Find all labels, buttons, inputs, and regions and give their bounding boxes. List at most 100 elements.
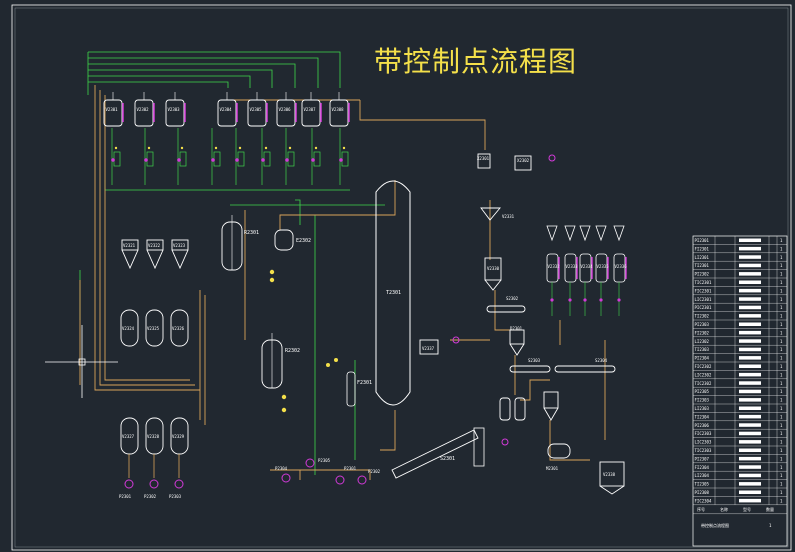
mid-tank-label: V2326 xyxy=(172,326,185,331)
svg-text:1: 1 xyxy=(780,255,783,260)
title-block-cell: FIC2301 xyxy=(695,288,712,293)
right-hopper-label: V2333 xyxy=(566,264,579,269)
title-block-cell: FI2302 xyxy=(695,330,710,335)
title-block-row: FIC2301 1 xyxy=(693,288,787,295)
process-pipes xyxy=(79,85,606,480)
svg-text:1: 1 xyxy=(780,440,783,445)
title-block-cell: TIC2302 xyxy=(695,381,712,386)
top-tank-label: V2305 xyxy=(250,107,263,112)
instrument-column xyxy=(311,128,321,185)
svg-text:1: 1 xyxy=(780,297,783,302)
signal-lines xyxy=(79,51,385,475)
drawing-frame-inner xyxy=(14,7,789,548)
mid-tanks: V2324 V2325 V2326 xyxy=(120,309,189,347)
top-tank-label: V2308 xyxy=(332,107,345,112)
hopper-label: V2321 xyxy=(123,243,136,248)
svg-text:1: 1 xyxy=(780,490,783,495)
aux-vessel: E2302 xyxy=(274,229,311,251)
svg-text:V2338: V2338 xyxy=(603,472,616,477)
svg-text:1: 1 xyxy=(780,305,783,310)
drawing-frame-outer xyxy=(11,4,792,551)
title-block-cell: LI2304 xyxy=(695,473,710,478)
title-block-footer: 数量 xyxy=(766,506,774,512)
title-block-cell: TIC2301 xyxy=(695,280,712,285)
crosshair-cursor-icon xyxy=(45,325,118,398)
mid-tank: V2326 xyxy=(170,309,189,347)
pump-label: P2302 xyxy=(144,494,157,499)
svg-text:M2301: M2301 xyxy=(546,466,559,471)
svg-text:V2337: V2337 xyxy=(422,346,435,351)
svg-text:1: 1 xyxy=(780,498,783,503)
mid-tank-label: V2324 xyxy=(122,326,135,331)
mid-tank: V2325 xyxy=(145,309,164,347)
filter-label: F2301 xyxy=(357,380,372,386)
diagram-title: 带控制点流程图 xyxy=(374,45,578,78)
svg-text:P2304: P2304 xyxy=(275,466,288,471)
top-tank-label: V2301 xyxy=(106,107,119,112)
left-hoppers: V2321 V2322 V2323 xyxy=(121,239,189,270)
svg-text:1: 1 xyxy=(780,347,783,352)
top-tank-label: V2302 xyxy=(137,107,150,112)
title-block-cell: PI2301 xyxy=(695,238,710,243)
aux-vessel-label: E2302 xyxy=(296,238,311,244)
title-block-cell: FI2301 xyxy=(695,246,710,251)
hopper-label: V2322 xyxy=(148,243,161,248)
svg-text:P2301: P2301 xyxy=(344,466,357,471)
svg-text:1: 1 xyxy=(780,272,783,277)
bottom-tank-label: V2329 xyxy=(172,434,185,439)
right-hopper: V2332 xyxy=(546,225,560,316)
title-block-cell: LI2302 xyxy=(695,339,710,344)
svg-text:1: 1 xyxy=(780,456,783,461)
title-block-footer: 名称 xyxy=(720,506,728,512)
title-block-row: PI2308 1 xyxy=(693,490,787,497)
top-tank: V2306 xyxy=(276,92,297,127)
instrument-column xyxy=(339,128,349,185)
column-t2301: T2301 xyxy=(375,180,411,406)
title-block-row: LI2302 1 xyxy=(693,339,787,346)
column-label: T2301 xyxy=(386,290,401,296)
svg-text:1: 1 xyxy=(780,372,783,377)
right-labels: X2301 X2302 V2331 V2330 S2302 D2301 S230… xyxy=(422,156,616,477)
title-block-cell: TI2303 xyxy=(695,347,710,352)
title-block-cell: LI2303 xyxy=(695,406,710,411)
hopper: V2322 xyxy=(146,239,164,270)
title-block-footer: 型号 xyxy=(743,506,751,512)
title-block-cell: TI2302 xyxy=(695,314,710,319)
title-block-footer: 序号 xyxy=(697,506,705,512)
top-tank-label: V2306 xyxy=(279,107,292,112)
svg-text:X2302: X2302 xyxy=(517,158,530,163)
svg-text:1: 1 xyxy=(780,339,783,344)
right-hopper: V2334 xyxy=(579,225,593,316)
reactor-1-label: R2301 xyxy=(244,230,259,236)
right-hopper: V2336 xyxy=(613,225,627,316)
title-block-cell: TI2301 xyxy=(695,263,710,268)
title-block-cell: PI2306 xyxy=(695,423,710,428)
instrument-column xyxy=(261,128,271,185)
title-block-cell: PI2305 xyxy=(695,389,710,394)
svg-text:1: 1 xyxy=(780,414,783,419)
hopper-label: V2323 xyxy=(173,243,186,248)
svg-text:1: 1 xyxy=(780,280,783,285)
svg-text:1: 1 xyxy=(780,288,783,293)
title-block-cell: TIC2303 xyxy=(695,448,712,453)
title-block-cell: PI2308 xyxy=(695,490,710,495)
